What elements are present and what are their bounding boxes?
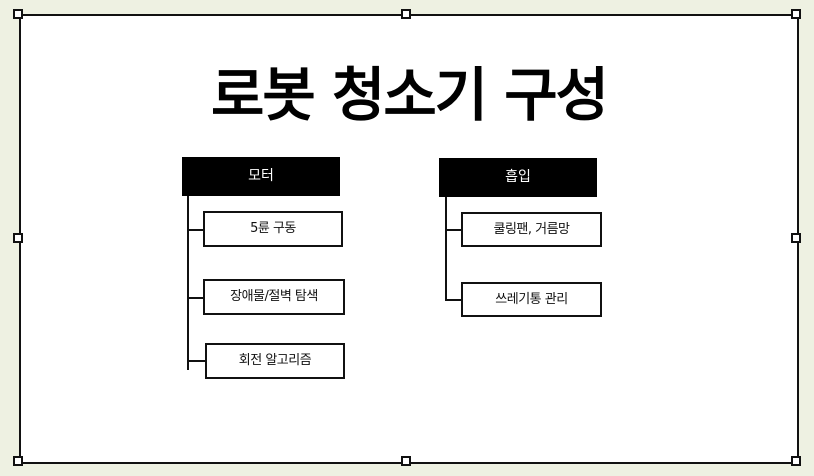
suction-branch-connector xyxy=(445,299,463,301)
suction-item-fan-filter-box[interactable]: 쿨링팬, 거름망 xyxy=(461,212,602,247)
resize-handle-top-right[interactable] xyxy=(791,9,801,19)
suction-item-bin-box[interactable]: 쓰레기통 관리 xyxy=(461,282,602,317)
resize-handle-bottom-left[interactable] xyxy=(13,456,23,466)
motor-branch-connector xyxy=(187,229,205,231)
resize-handle-top-left[interactable] xyxy=(13,9,23,19)
motor-item-rotation-box[interactable]: 회전 알고리즘 xyxy=(205,343,345,379)
suction-branch-connector xyxy=(445,229,463,231)
motor-item-obstacle-box[interactable]: 장애물/절벽 탐색 xyxy=(203,279,345,315)
resize-handle-bottom-center[interactable] xyxy=(401,456,411,466)
suction-tree-line xyxy=(445,197,447,301)
motor-branch-connector xyxy=(187,297,205,299)
slide-title[interactable]: 로봇 청소기 구성 xyxy=(211,61,609,129)
resize-handle-bottom-right[interactable] xyxy=(791,456,801,466)
motor-header-box[interactable]: 모터 xyxy=(182,157,340,196)
resize-handle-top-center[interactable] xyxy=(401,9,411,19)
resize-handle-middle-left[interactable] xyxy=(13,233,23,243)
resize-handle-middle-right[interactable] xyxy=(791,233,801,243)
motor-branch-connector xyxy=(187,360,207,362)
motor-item-drive-box[interactable]: 5륜 구동 xyxy=(203,211,343,247)
motor-tree-line xyxy=(187,196,189,370)
slide-canvas[interactable]: 로봇 청소기 구성 모터 5륜 구동 장애물/절벽 탐색 회전 알고리즘 흡입 … xyxy=(19,14,799,464)
suction-header-box[interactable]: 흡입 xyxy=(439,158,597,197)
